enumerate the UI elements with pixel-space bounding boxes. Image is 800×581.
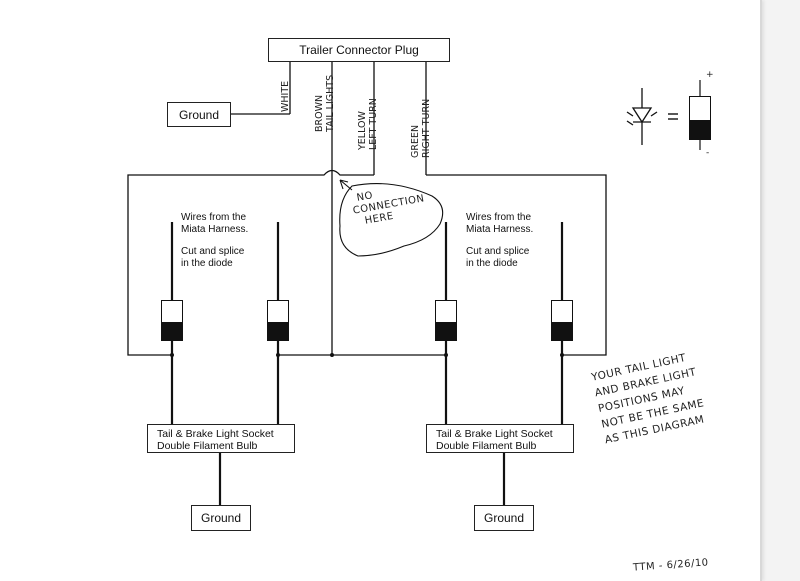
legend-equals-icon — [668, 113, 678, 120]
note-right: Wires from the Miata Harness. Cut and sp… — [466, 212, 534, 269]
trailer-connector-plug: Trailer Connector Plug — [268, 38, 450, 62]
ground-top-label: Ground — [178, 107, 220, 122]
wire-label-green: GREEN RIGHT TURN — [410, 98, 432, 158]
ground-left-label: Ground — [200, 511, 242, 525]
paper-sheet — [0, 0, 762, 581]
ground-box-top: Ground — [167, 102, 231, 127]
legend-diode-body — [689, 96, 711, 140]
ground-box-left: Ground — [191, 505, 251, 531]
socket-right: Tail & Brake Light Socket Double Filamen… — [426, 424, 574, 453]
diode-symbol-icon — [626, 88, 658, 145]
socket-right-line1: Tail & Brake Light Socket — [436, 428, 553, 440]
wire-label-white: WHITE — [280, 80, 291, 112]
ground-right-label: Ground — [483, 511, 525, 525]
wire-label-brown: BROWN TAIL LIGHTS — [314, 74, 336, 132]
wire-green-right — [426, 174, 607, 356]
socket-left-line2: Double Filament Bulb — [157, 440, 258, 452]
note-left: Wires from the Miata Harness. Cut and sp… — [181, 212, 249, 269]
trailer-connector-title: Trailer Connector Plug — [299, 43, 419, 57]
socket-left-line1: Tail & Brake Light Socket — [157, 428, 274, 440]
no-connection-arrow — [339, 179, 353, 191]
wire-label-yellow: YELLOW LEFT TURN — [357, 98, 379, 150]
legend-plus: + — [706, 70, 715, 80]
ground-box-right: Ground — [474, 505, 534, 531]
socket-right-line2: Double Filament Bulb — [436, 440, 537, 452]
diode-4 — [551, 300, 573, 341]
legend-minus: - — [706, 148, 710, 158]
diode-1 — [161, 300, 183, 341]
diode-3 — [435, 300, 457, 341]
no-connection-bubble — [339, 182, 444, 257]
wire-yellow-left — [127, 169, 374, 356]
diode-2 — [267, 300, 289, 341]
socket-left: Tail & Brake Light Socket Double Filamen… — [147, 424, 295, 453]
